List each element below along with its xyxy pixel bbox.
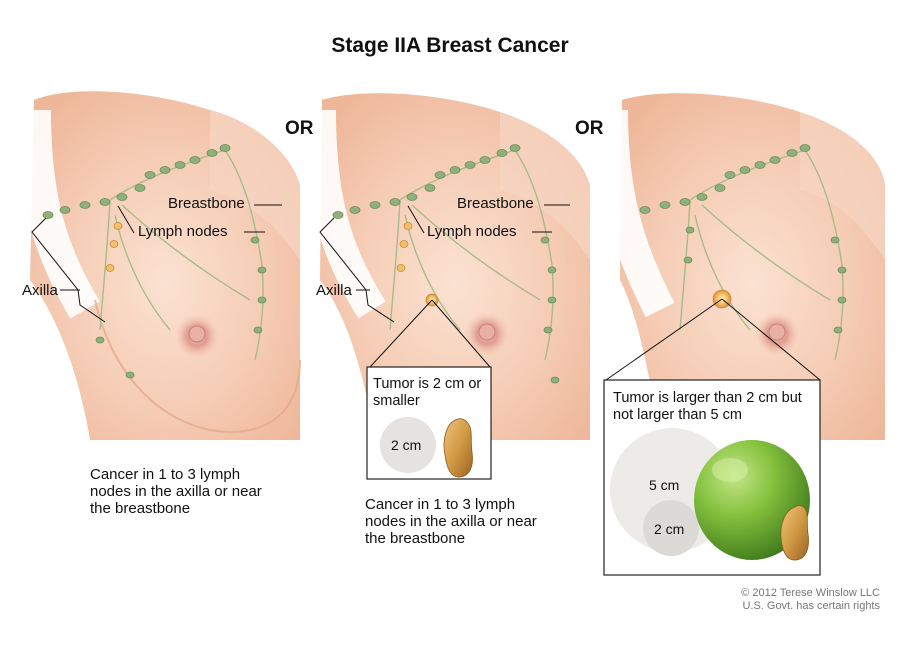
- axilla-label-1: Axilla: [22, 282, 58, 299]
- caption-panel-1: Cancer in 1 to 3 lymph nodes in the axil…: [90, 466, 262, 517]
- caption-panel-2: Cancer in 1 to 3 lymph nodes in the axil…: [365, 496, 537, 547]
- lymph-nodes-label-2: Lymph nodes: [427, 223, 517, 240]
- inset-box-large-tumor: [603, 379, 821, 576]
- credit-line-2: U.S. Govt. has certain rights: [742, 600, 880, 612]
- inset-text-large-tumor: Tumor is larger than 2 cm but not larger…: [613, 390, 802, 423]
- circle-2cm-large: [643, 500, 699, 556]
- copyright-credit: © 2012 Terese Winslow LLC U.S. Govt. has…: [640, 587, 880, 613]
- breastbone-label-2: Breastbone: [457, 195, 534, 212]
- peanut-icon: [443, 418, 473, 478]
- or-separator-1: OR: [285, 118, 314, 139]
- inset-text-small-tumor: Tumor is 2 cm or smaller: [373, 376, 482, 409]
- inset-box-small-tumor: [366, 366, 492, 480]
- peanut-icon-large: [780, 504, 809, 561]
- circle-label-5cm: 5 cm: [649, 477, 680, 493]
- torso-panel-3: [596, 93, 885, 440]
- circle-label-2cm-small: 2 cm: [391, 437, 422, 453]
- circle-label-2cm-large: 2 cm: [654, 521, 685, 537]
- breastbone-label-1: Breastbone: [168, 195, 245, 212]
- or-separator-2: OR: [575, 118, 604, 139]
- page-title: Stage IIA Breast Cancer: [331, 34, 569, 57]
- torso-panel-1: [17, 91, 301, 441]
- leader-lines: [31, 204, 821, 381]
- lymph-nodes-label-1: Lymph nodes: [138, 223, 228, 240]
- credit-line-1: © 2012 Terese Winslow LLC: [741, 587, 880, 599]
- axilla-label-2: Axilla: [316, 282, 352, 299]
- torso-panel-2: [304, 93, 590, 440]
- circle-2cm-small: [380, 417, 436, 473]
